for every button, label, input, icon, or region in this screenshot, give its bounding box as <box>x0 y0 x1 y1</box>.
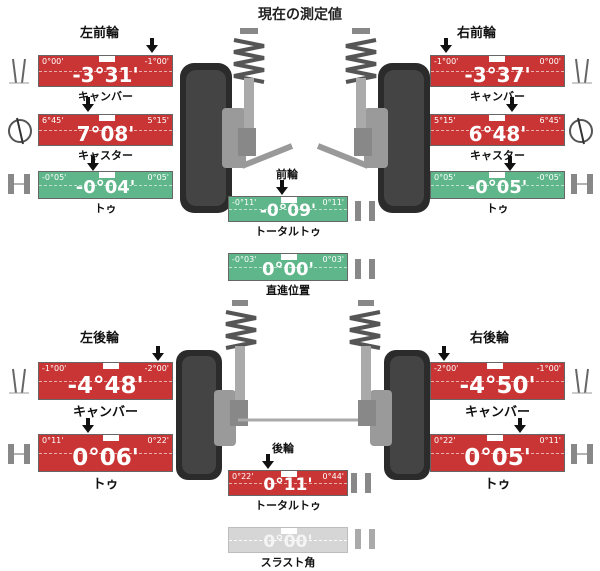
measured-value: -4°50' <box>459 373 536 399</box>
front-suspension-illustration <box>180 28 430 213</box>
range-max: -0°05' <box>536 173 561 182</box>
total-toe-diagram-icon <box>348 470 374 496</box>
measured-value: -3°31' <box>72 63 139 87</box>
front-left-toe-gauge: -0°05' 0°05' -0°04' <box>38 171 173 199</box>
caster-diagram-icon <box>5 116 35 146</box>
measured-value: 0°05' <box>464 445 531 471</box>
rear-left-strut-icon <box>225 300 257 426</box>
rear-total-toe-caption: トータルトゥ <box>255 499 321 512</box>
front-right-camber-gauge: -1°00' 0°00' -3°37' <box>430 55 565 87</box>
front-right-camber-caption: キャンバー <box>470 90 525 103</box>
front-right-strut-icon <box>345 28 377 156</box>
range-max: -1°00' <box>536 364 561 373</box>
front-left-wheel-icon <box>180 63 246 213</box>
measured-value: -0°09' <box>259 201 317 221</box>
range-max: 5°15' <box>147 116 169 125</box>
rear-left-camber-caption: キャンバー <box>72 405 138 420</box>
range-max: -1°00' <box>144 57 169 66</box>
measured-value: 0°06' <box>72 445 139 471</box>
front-left-caster-gauge: 6°45' 5°15' 7°08' <box>38 114 173 146</box>
thrust-angle-caption: スラスト角 <box>260 556 316 569</box>
camber-diagram-icon <box>568 366 596 396</box>
rear-total-toe-gauge: 0°22' 0°44' 0°11' <box>228 470 348 496</box>
range-max: 0°03' <box>322 255 344 264</box>
rear-axle-label: 後輪 <box>272 442 294 455</box>
toe-diagram-icon <box>568 440 596 468</box>
range-min: 0°22' <box>434 436 456 445</box>
rear-right-camber-gauge: -2°00' -1°00' -4°50' <box>430 362 565 400</box>
rear-left-camber-gauge: -1°00' -2°00' -4°48' <box>38 362 173 400</box>
range-max: 6°45' <box>539 116 561 125</box>
range-min: 6°45' <box>42 116 64 125</box>
toe-diagram-icon <box>568 170 596 198</box>
rear-right-toe-gauge: 0°22' 0°11' 0°05' <box>430 434 565 472</box>
range-max: 0°00' <box>539 57 561 66</box>
front-right-label: 右前輪 <box>457 26 497 41</box>
range-min: 0°00' <box>42 57 64 66</box>
caster-diagram-icon <box>566 116 596 146</box>
range-min: -0°05' <box>42 173 67 182</box>
front-axle-label: 前輪 <box>276 168 298 181</box>
front-left-strut-icon <box>233 28 265 156</box>
camber-diagram-icon <box>568 56 596 86</box>
range-min: -0°03' <box>232 255 257 264</box>
range-min: -1°00' <box>42 364 67 373</box>
toe-diagram-icon <box>5 440 33 468</box>
camber-diagram-icon <box>5 366 33 396</box>
straight-ahead-diagram-icon <box>352 256 378 282</box>
range-min: 0°11' <box>42 436 64 445</box>
range-max: 0°05' <box>147 173 169 182</box>
front-right-toe-gauge: 0°05' -0°05' -0°05' <box>430 171 565 199</box>
measured-value: 0°00' <box>263 532 313 552</box>
rear-suspension-illustration <box>176 300 430 480</box>
camber-diagram-icon <box>5 56 33 86</box>
range-min: 0°22' <box>232 472 254 481</box>
page-title: 現在の測定値 <box>258 7 342 23</box>
range-min: -0°11' <box>232 198 257 207</box>
front-left-caster-caption: キャスター <box>78 149 133 162</box>
range-min: -1°00' <box>434 57 459 66</box>
front-right-wheel-icon <box>364 63 430 213</box>
measured-value: 0°00' <box>261 259 315 280</box>
toe-diagram-icon <box>5 170 33 198</box>
front-total-toe-caption: トータルトゥ <box>255 225 321 238</box>
rear-left-wheel-icon <box>176 350 236 480</box>
range-min: -2°00' <box>434 364 459 373</box>
front-left-camber-caption: キャンバー <box>78 90 133 103</box>
rear-left-label: 左後輪 <box>80 331 120 346</box>
measured-value: -3°37' <box>464 63 531 87</box>
front-right-caster-caption: キャスター <box>470 149 525 162</box>
measured-value: -0°04' <box>75 177 136 198</box>
rear-left-toe-gauge: 0°11' 0°22' 0°06' <box>38 434 173 472</box>
range-max: 0°11' <box>322 198 344 207</box>
thrust-angle-gauge: 0°00' <box>228 527 348 553</box>
front-left-label: 左前輪 <box>80 26 120 41</box>
measured-value: 0°11' <box>263 475 313 495</box>
straight-ahead-gauge: -0°03' 0°03' 0°00' <box>228 253 348 281</box>
front-right-caster-gauge: 5°15' 6°45' 6°48' <box>430 114 565 146</box>
rear-right-label: 右後輪 <box>470 331 510 346</box>
front-right-toe-caption: トゥ <box>486 202 509 215</box>
rear-left-toe-caption: トゥ <box>92 477 119 492</box>
front-left-toe-caption: トゥ <box>94 202 117 215</box>
rear-right-strut-icon <box>349 300 381 426</box>
rear-right-wheel-icon <box>370 350 430 480</box>
rear-right-toe-caption: トゥ <box>484 477 511 492</box>
front-total-toe-gauge: -0°11' 0°11' -0°09' <box>228 196 348 222</box>
range-min: 5°15' <box>434 116 456 125</box>
range-max: 0°11' <box>539 436 561 445</box>
total-toe-diagram-icon <box>352 198 378 224</box>
range-min: 0°05' <box>434 173 456 182</box>
range-max: 0°22' <box>147 436 169 445</box>
front-left-camber-gauge: 0°00' -1°00' -3°31' <box>38 55 173 87</box>
rear-right-camber-caption: キャンバー <box>464 405 530 420</box>
range-max: 0°44' <box>322 472 344 481</box>
measured-value: -4°48' <box>67 373 144 399</box>
measured-value: 7°08' <box>76 122 135 146</box>
measured-value: -0°05' <box>467 177 528 198</box>
thrust-angle-diagram-icon <box>352 526 378 552</box>
range-max: -2°00' <box>144 364 169 373</box>
straight-ahead-caption: 直進位置 <box>266 284 310 297</box>
measured-value: 6°48' <box>468 122 527 146</box>
